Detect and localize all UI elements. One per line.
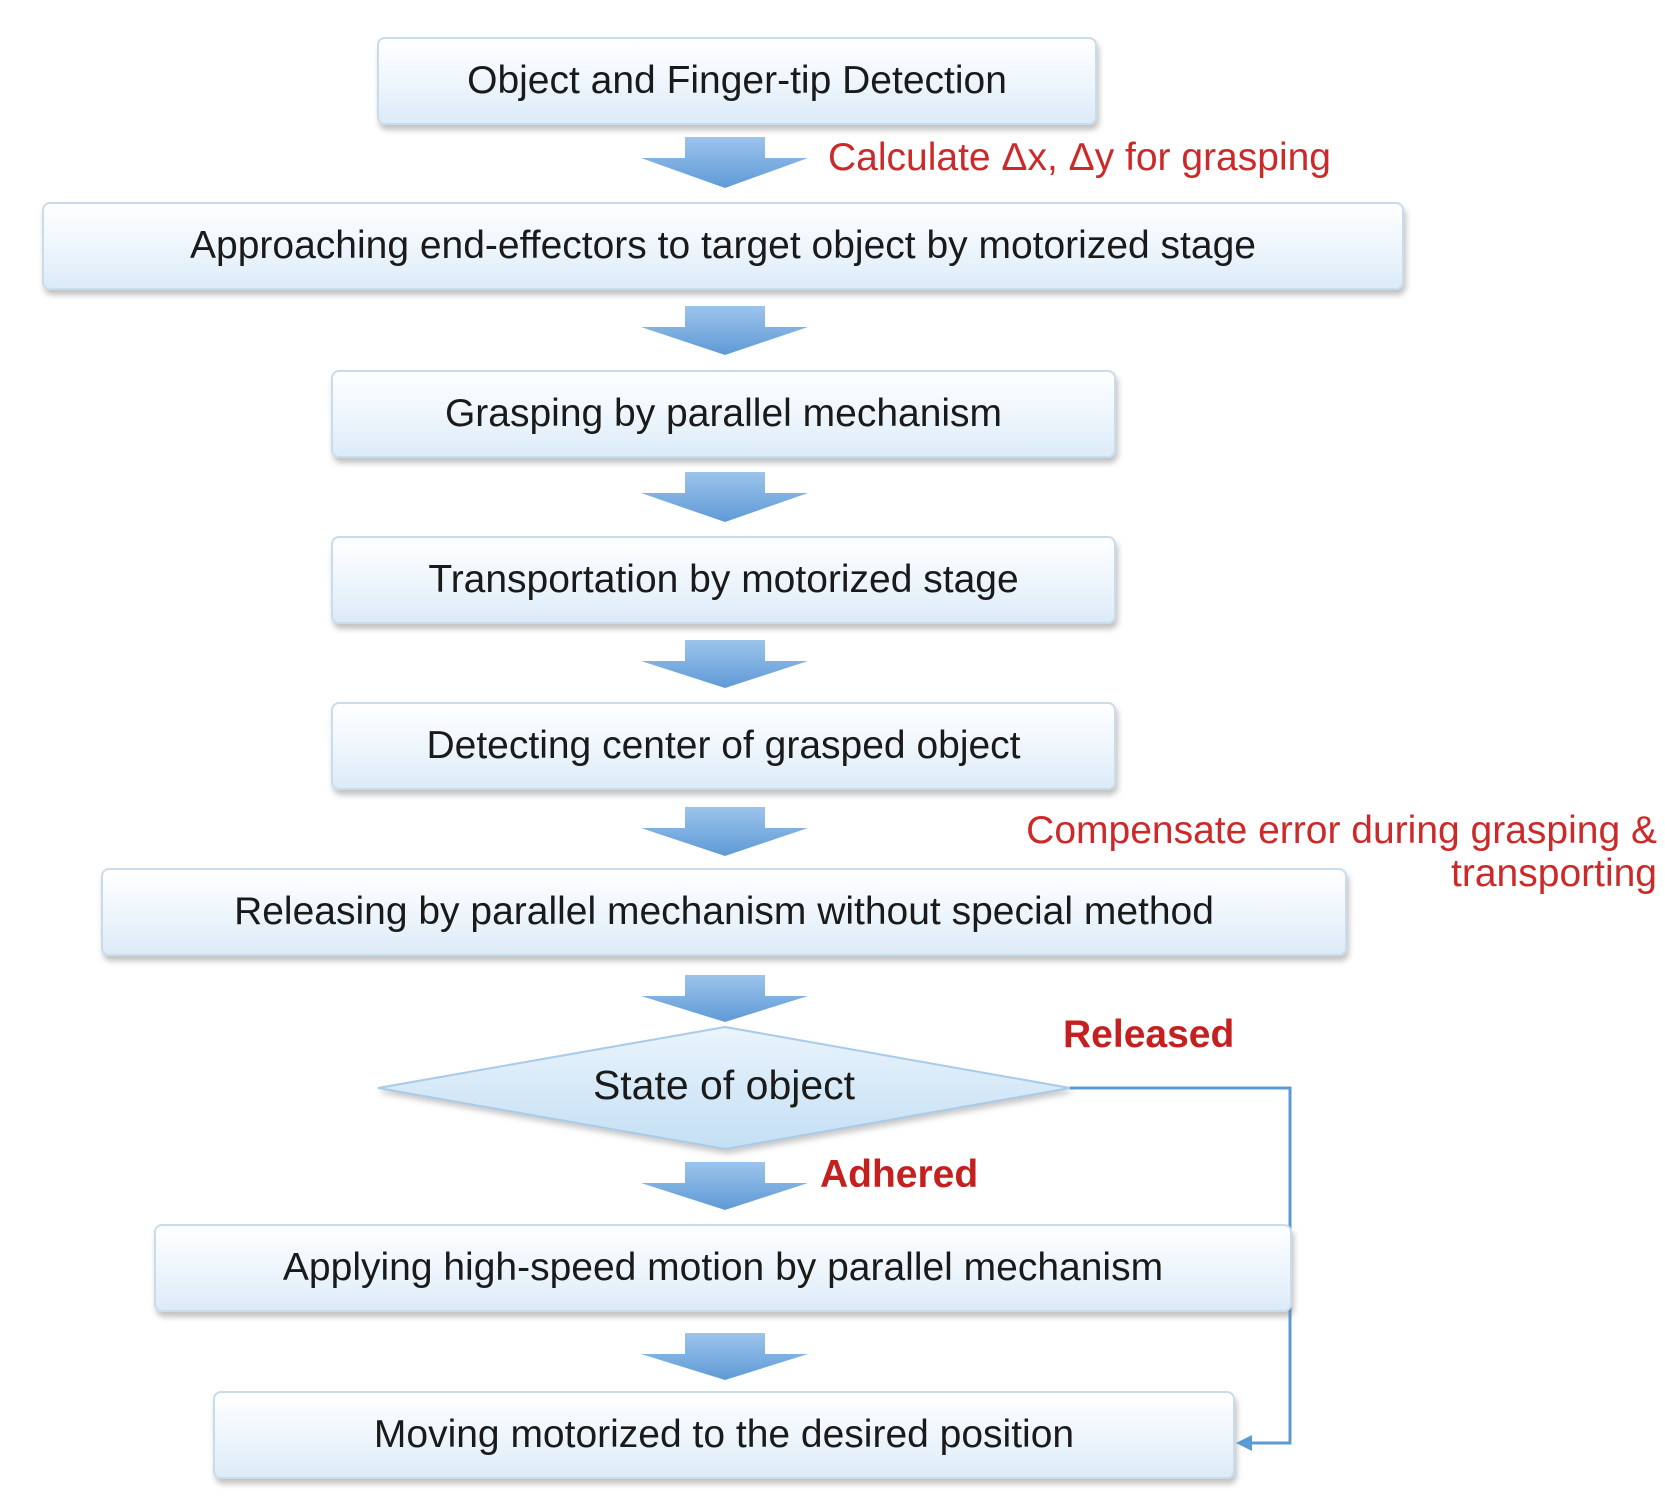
step-object-detection-label: Object and Finger-tip Detection: [467, 59, 1007, 102]
step-moving-motorized: Moving motorized to the desired position: [213, 1391, 1235, 1479]
step-releasing-label: Releasing by parallel mechanism without …: [234, 890, 1214, 933]
step-moving-motorized-label: Moving motorized to the desired position: [373, 1413, 1075, 1456]
flow-arrow-2: [641, 306, 808, 355]
step-high-speed-motion: Applying high-speed motion by parallel m…: [154, 1224, 1292, 1312]
flow-arrow-1: [641, 137, 808, 188]
step-grasping-label: Grasping by parallel mechanism: [444, 392, 1003, 435]
step-releasing: Releasing by parallel mechanism without …: [101, 868, 1347, 956]
flow-arrow-8: [641, 1333, 808, 1380]
annotation-released: Released: [1063, 1013, 1235, 1056]
step-object-detection: Object and Finger-tip Detection: [377, 37, 1097, 125]
step-grasping: Grasping by parallel mechanism: [331, 370, 1116, 458]
step-detecting-center-label: Detecting center of grasped object: [426, 724, 1021, 767]
annotation-calculate: Calculate Δx, Δy for grasping: [828, 136, 1331, 179]
flow-arrow-7: [641, 1162, 808, 1210]
released-connector-arrowhead: [1236, 1435, 1252, 1451]
step-transportation: Transportation by motorized stage: [331, 536, 1116, 624]
step-transportation-label: Transportation by motorized stage: [428, 558, 1019, 601]
annotation-adhered: Adhered: [820, 1153, 979, 1196]
flow-arrow-4: [641, 640, 808, 688]
step-high-speed-motion-label: Applying high-speed motion by parallel m…: [282, 1246, 1164, 1289]
annotation-compensate-line1: Compensate error during grasping &: [1026, 809, 1657, 852]
annotation-compensate-line2: transporting: [1451, 851, 1657, 895]
annotation-compensate: Compensate error during grasping & trans…: [1026, 809, 1657, 896]
step-detecting-center: Detecting center of grasped object: [331, 702, 1116, 790]
step-approaching: Approaching end-effectors to target obje…: [42, 202, 1404, 290]
step-approaching-label: Approaching end-effectors to target obje…: [190, 224, 1256, 267]
decision-label: State of object: [592, 1062, 856, 1108]
flow-arrow-5: [641, 807, 808, 856]
decision-diamond: [377, 1025, 1071, 1151]
flow-arrow-3: [641, 472, 808, 522]
flow-arrow-6: [641, 975, 808, 1022]
